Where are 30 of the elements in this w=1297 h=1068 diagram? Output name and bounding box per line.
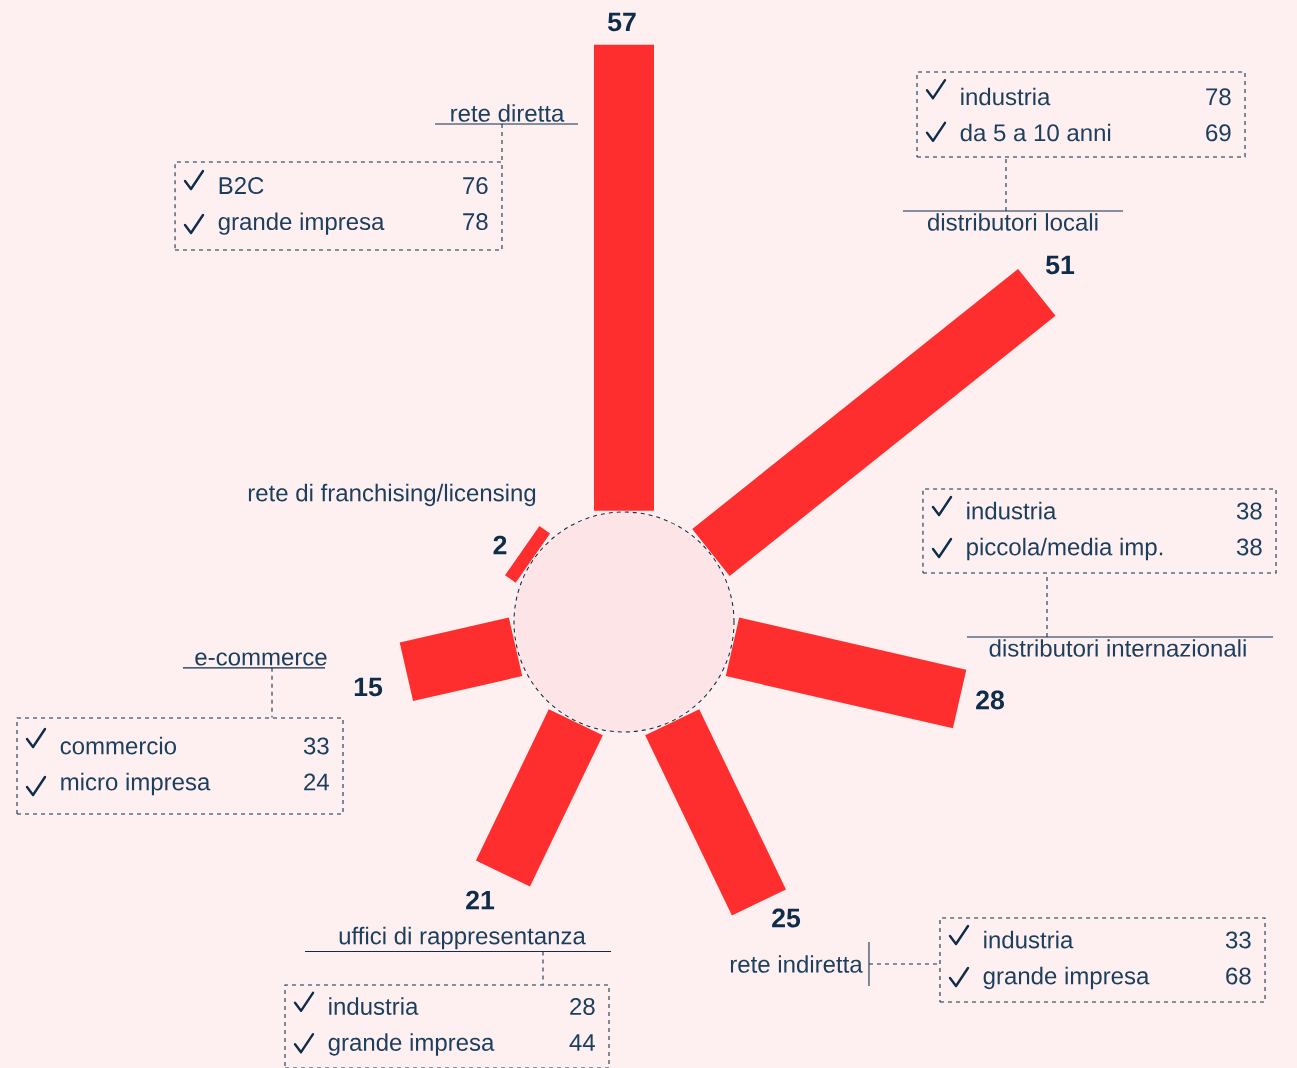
category-label: rete indiretta bbox=[730, 955, 863, 973]
value-label: 15 bbox=[354, 677, 383, 697]
info-box: industria 78 da 5 a 10 anni 69 bbox=[916, 71, 1246, 158]
value-label: 28 bbox=[976, 690, 1004, 710]
category-label: e-commerce bbox=[195, 652, 327, 666]
category-label: uffici di rappresentanza bbox=[339, 926, 586, 950]
bar bbox=[725, 617, 967, 729]
bar bbox=[594, 44, 654, 511]
connector-line bbox=[271, 667, 273, 718]
value-label: 57 bbox=[608, 12, 636, 32]
category-label: distributori locali bbox=[928, 213, 1098, 231]
connector-line bbox=[1005, 157, 1007, 212]
value-label: 51 bbox=[1046, 255, 1075, 275]
value-label: 2 bbox=[493, 535, 507, 555]
info-box: industria 38 piccola/media imp. 38 bbox=[922, 488, 1277, 574]
connector-line bbox=[501, 123, 503, 162]
bar bbox=[475, 709, 603, 887]
value-label: 21 bbox=[466, 890, 495, 910]
value-label: 25 bbox=[772, 908, 801, 928]
bar bbox=[399, 617, 523, 702]
category-label: rete di franchising/licensing bbox=[248, 483, 536, 507]
center-circle bbox=[513, 511, 735, 733]
connector-line bbox=[868, 963, 940, 965]
info-box: commercio 33 micro impresa 24 bbox=[16, 717, 344, 815]
info-box: industria 28 grande impresa 44 bbox=[284, 984, 610, 1068]
category-label: distributori internazionali bbox=[989, 639, 1246, 657]
category-label: rete diretta bbox=[451, 104, 565, 122]
info-box: B2C 76 grande impresa 78 bbox=[174, 161, 503, 251]
connector-line bbox=[542, 950, 544, 986]
info-box: industria 33 grande impresa 68 bbox=[939, 917, 1266, 1003]
